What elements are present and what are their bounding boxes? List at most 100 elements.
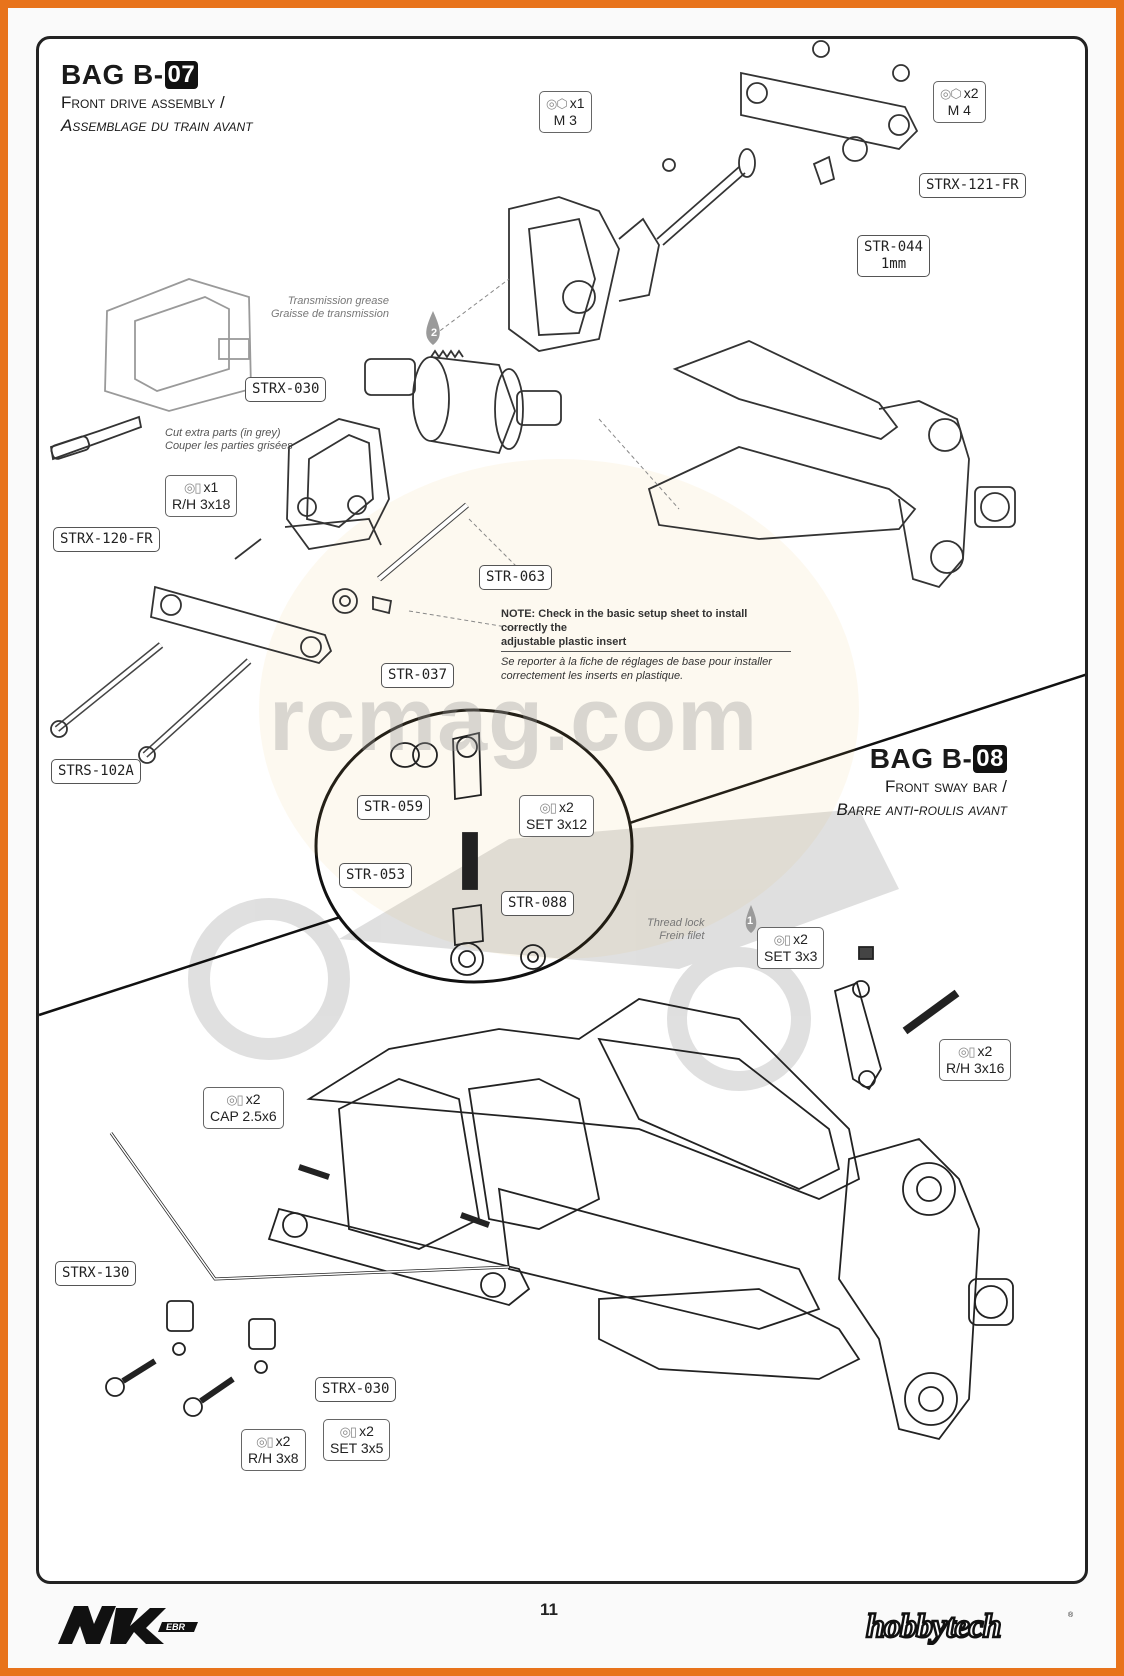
qty: x2 [977,1043,993,1059]
bag07-subtitle-en: Front drive assembly / [61,93,225,112]
part-label-strx-130: STRX-130 [55,1261,137,1286]
qty: x2 [558,799,574,815]
hardware-m4: ◎⬡x2 M 4 [933,81,986,123]
qty: x1 [569,95,585,111]
drive-shaft [656,148,756,246]
screw-icon: ◎▯ [256,1434,273,1449]
grease-note-fr: Graisse de transmission [271,308,389,320]
qty: x2 [245,1091,261,1107]
bag08-parts [105,946,1014,1441]
bag07-prefix: BAG B- [61,59,164,90]
page-number: 11 [540,1600,558,1619]
part-label-strx-030: STRX-030 [245,377,327,402]
note-en-line2: adjustable plastic insert [501,636,627,648]
hardware-rh-3x18: ◎▯x1 R/H 3x18 [165,475,238,517]
nut-icon: ◎⬡ [940,86,962,101]
part-label-strs-102a: STRS-102A [51,759,141,784]
bulkhead [508,196,660,352]
hardware-m3: ◎⬡x1 M 3 [539,91,592,133]
hardware-set-3x5: ◎▯x2 SET 3x5 [323,1419,391,1461]
hardware-name: SET 3x12 [526,816,588,832]
hardware-name: SET 3x5 [330,1440,384,1456]
hardware-name: CAP 2.5x6 [210,1108,277,1124]
nut-icon: ◎⬡ [546,96,568,111]
screw-icon: ◎▯ [226,1092,243,1107]
cut-note-en: Cut extra parts (in grey) [165,427,281,439]
set-screw-icon: ◎▯ [339,1424,357,1439]
hardware-cap-2.5x6: ◎▯x2 CAP 2.5x6 [203,1087,284,1129]
qty: x2 [359,1423,374,1439]
grey-gearbox [104,278,252,412]
part-size: 1mm [880,256,907,272]
part-label-strx-120-fr: STRX-120-FR [53,527,160,552]
insert-note: NOTE: Check in the basic setup sheet to … [501,607,791,683]
bag07-parts [49,40,1016,764]
bag07-title: BAG B-07 [61,59,253,91]
part-label-str-037: STR-037 [381,663,455,688]
bag08-number: 08 [973,745,1007,773]
part-label-strx-030-b: STRX-030 [315,1377,397,1402]
hardware-name: M 3 [553,112,577,128]
bag07-number: 07 [164,61,199,89]
hardware-name: M 4 [947,102,971,118]
threadlock-note-en: Thread lock [647,917,705,929]
watermark-domain: rcmag.com [269,670,759,770]
threadlock-drop [745,905,757,933]
svg-text:hobbytech: hobbytech [866,1608,1001,1645]
hardware-name: R/H 3x18 [172,496,231,512]
part-label-str-063: STR-063 [479,565,553,590]
bag08-subtitle-fr: Barre anti-roulis avant [836,800,1007,819]
cut-note-fr: Couper les parties grisées [165,440,293,452]
bag08-title: BAG B-08 [799,743,1007,775]
screw-icon: ◎▯ [184,480,201,495]
bag08-header: BAG B-08 Front sway bar / Barre anti-rou… [799,743,1007,821]
bag08-subtitle-en: Front sway bar / [885,777,1007,796]
set-screw-icon: ◎▯ [773,932,791,947]
hardware-name: R/H 3x16 [946,1060,1005,1076]
hobbytech-logo: hobbytech ® [865,1607,1074,1645]
cut-note: Cut extra parts (in grey) Couper les par… [165,427,293,453]
part-label-str-059: STR-059 [357,795,431,820]
screw-icon: ◎▯ [958,1044,975,1059]
qty: x2 [963,85,979,101]
screws [105,946,960,1417]
threadlock-note-fr: Frein filet [659,930,705,942]
grease-drop [426,311,440,345]
note-fr-line1: Se reporter à la fiche de réglages de ba… [501,656,772,668]
hardware-rh-3x8: ◎▯x2 R/H 3x8 [241,1429,306,1471]
gearbox-housing [284,418,390,550]
grease-note-en: Transmission grease [287,295,389,307]
note-en-line1: NOTE: Check in the basic setup sheet to … [501,608,748,634]
svg-text:®: ® [1068,1611,1074,1619]
hardware-set-3x3: ◎▯x2 SET 3x3 [757,927,825,969]
nxt-ebr-logo: EBR [58,1606,198,1644]
qty: x2 [275,1433,291,1449]
step-2-badge: 2 [431,327,438,339]
bag07-subtitle-fr: Assemblage du train avant [61,116,253,135]
part-label-str-044: STR-044 1mm [857,235,931,277]
svg-text:EBR: EBR [166,1622,186,1632]
note-fr-line2: correctement les inserts en plastique. [501,670,684,682]
grease-note: Transmission grease Graisse de transmiss… [271,295,389,321]
hardware-name: SET 3x3 [764,948,818,964]
step-1-badge: 1 [747,915,754,927]
set-screw-icon: ◎▯ [539,800,556,815]
qty: x1 [203,479,219,495]
qty: x2 [793,931,808,947]
front-arm [647,340,1016,589]
part-code: STR-044 [864,239,924,255]
hinge-pins [50,502,469,764]
upper-mount [740,40,919,186]
bag07-header: BAG B-07 Front drive assembly / Assembla… [61,59,253,137]
differential [364,349,562,455]
bag08-prefix: BAG B- [869,743,973,774]
hardware-rh-3x16: ◎▯x2 R/H 3x16 [939,1039,1012,1081]
plastic-insert [332,588,393,615]
part-label-strx-121-fr: STRX-121-FR [919,173,1026,198]
lower-mount [150,585,333,665]
cutter-tool [49,415,143,461]
assembly-illustration [39,40,1085,1441]
threadlock-note: Thread lock Frein filet [647,917,704,943]
part-label-str-053: STR-053 [339,863,413,888]
part-label-str-088: STR-088 [501,891,575,916]
